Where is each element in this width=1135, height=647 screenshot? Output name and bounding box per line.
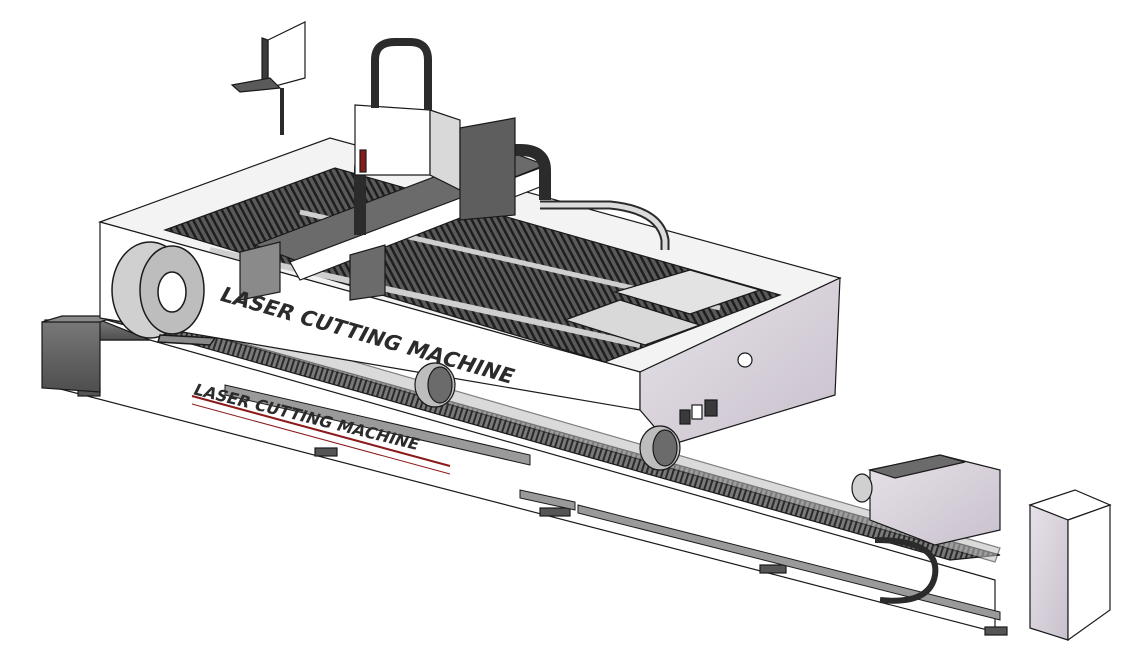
- support-rollers: [414, 362, 681, 471]
- rear-chuck: [851, 454, 1001, 604]
- rail-stripes: [191, 384, 1001, 621]
- right-end-block: [1028, 489, 1112, 642]
- tube-rail: [44, 317, 1008, 636]
- machine-body: [98, 137, 842, 446]
- control-monitor: [230, 21, 306, 135]
- left-end-block: [41, 315, 119, 393]
- front-chuck: [111, 241, 217, 346]
- gantry: [239, 38, 670, 301]
